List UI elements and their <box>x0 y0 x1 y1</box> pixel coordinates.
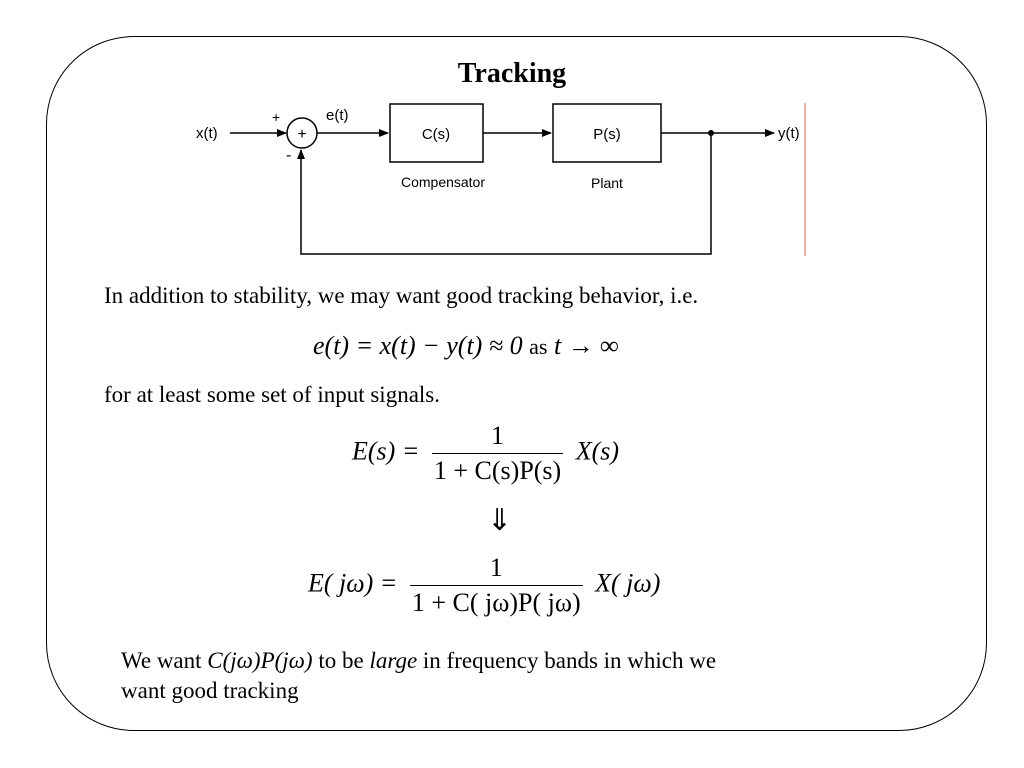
output-label: y(t) <box>778 125 800 142</box>
eq3-denominator: 1 + C( jω)P( jω) <box>411 588 581 617</box>
eq3-lhs: E( jω) = <box>308 568 398 598</box>
eq2-numerator: 1 <box>431 421 564 454</box>
conclusion-text: We want C(jω)P(jω) to be large in freque… <box>121 646 716 706</box>
eq1-as: as <box>529 334 548 359</box>
minus-sign: - <box>286 147 291 164</box>
implies-arrow: ⇓ <box>487 503 513 538</box>
intro-text: In addition to stability, we may want go… <box>104 283 699 308</box>
equation-E-jw: E( jω) = 1 1 + C( jω)P( jω) X( jω) <box>308 553 660 618</box>
conclusion-part2: to be <box>312 648 370 673</box>
plant-block <box>552 103 662 163</box>
equation-error-limit: e(t) = x(t) − y(t) ≈ 0 as t → ∞ <box>313 331 619 361</box>
input-label: x(t) <box>196 125 218 142</box>
eq3-fraction: 1 1 + C( jω)P( jω) <box>409 553 583 618</box>
equation-E-s: E(s) = 1 1 + C(s)P(s) X(s) <box>352 421 619 486</box>
input-set-text: for at least some set of input signals. <box>104 382 440 407</box>
plant-box-label: P(s) <box>593 126 621 143</box>
compensator-box-label: C(s) <box>422 126 450 143</box>
slide-title: Tracking <box>457 58 567 89</box>
eq2-fraction: 1 1 + C(s)P(s) <box>431 421 564 486</box>
conclusion-line2: want good tracking <box>121 678 299 703</box>
compensator-caption: Compensator <box>401 174 485 190</box>
slide-frame <box>46 36 987 731</box>
compensator-block <box>389 103 484 163</box>
conclusion-part1: We want <box>121 648 208 673</box>
summer-symbol: + <box>297 126 306 143</box>
eq2-lhs: E(s) = <box>352 436 420 466</box>
eq2-denominator: 1 + C(s)P(s) <box>433 456 562 485</box>
eq3-numerator: 1 <box>409 553 583 586</box>
eq1-lhs: e(t) = x(t) − y(t) ≈ 0 <box>313 331 523 360</box>
conclusion-expr: C(jω)P(jω) <box>207 648 313 673</box>
plant-caption: Plant <box>591 175 623 191</box>
conclusion-emph: large <box>369 648 418 673</box>
plus-sign: + <box>272 109 280 125</box>
feedback-path <box>297 133 712 255</box>
eq1-rhs: t → ∞ <box>553 331 619 360</box>
eq3-rhs: X( jω) <box>595 568 661 598</box>
error-label: e(t) <box>326 107 349 124</box>
eq2-rhs: X(s) <box>575 436 620 466</box>
conclusion-part3: in frequency bands in which we <box>417 648 717 673</box>
